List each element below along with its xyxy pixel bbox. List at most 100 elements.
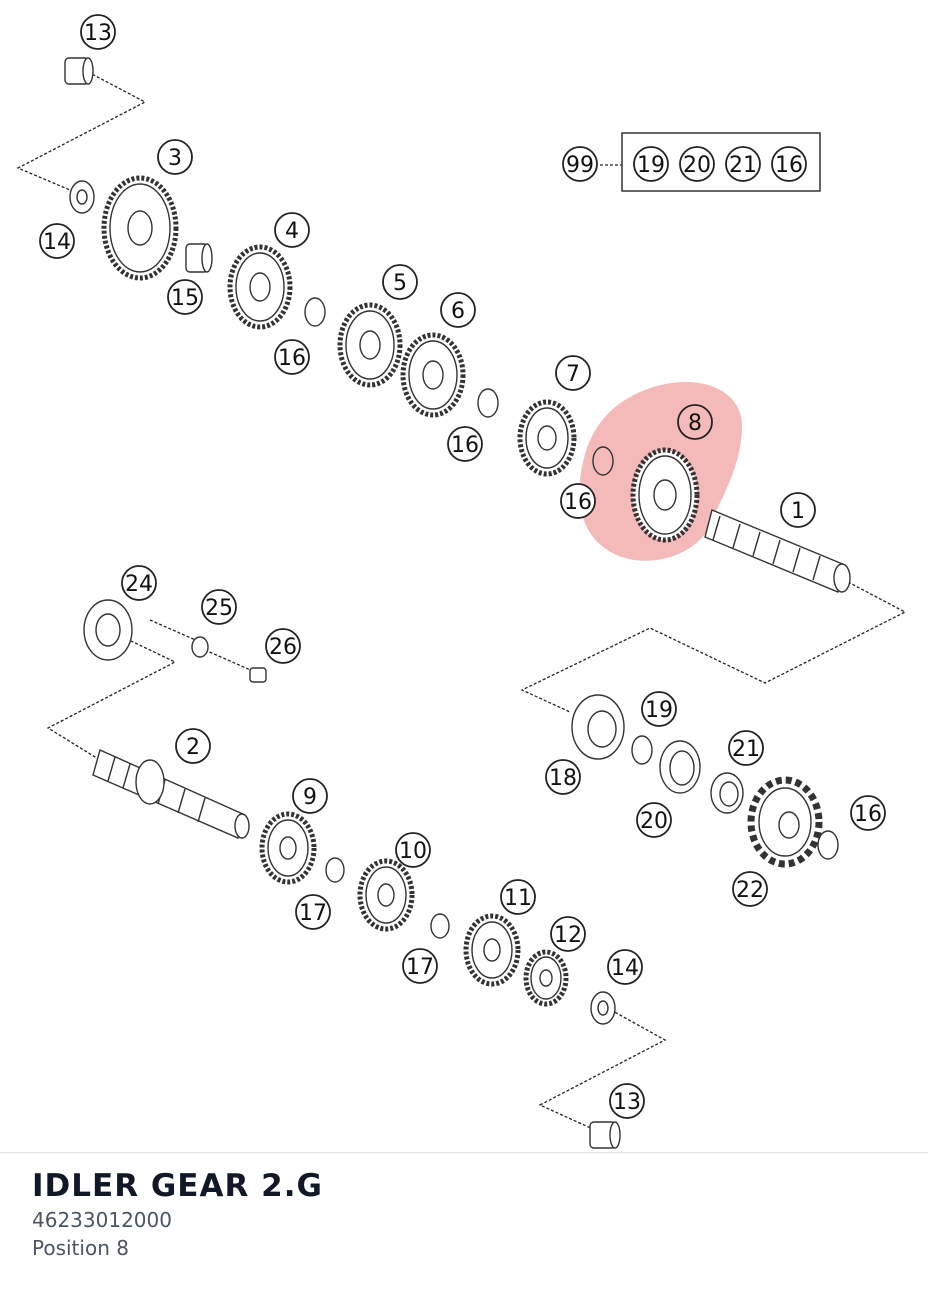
callout-10[interactable]: 10: [395, 832, 431, 868]
bushing-13-top: [64, 57, 94, 85]
callout-8[interactable]: 8: [677, 404, 713, 440]
callout-13[interactable]: 13: [80, 14, 116, 50]
callout-number: 19: [645, 698, 673, 723]
callout-number: 99: [566, 153, 594, 178]
callout-26[interactable]: 26: [265, 628, 301, 664]
bearing-18: [571, 694, 625, 760]
callout-number: 6: [451, 299, 465, 324]
callout-number: 11: [504, 886, 532, 911]
callout-99[interactable]: 99: [562, 146, 598, 182]
kit-box: [621, 132, 821, 192]
gear-8: [630, 447, 700, 543]
callout-number: 8: [688, 411, 702, 436]
callout-number: 15: [171, 286, 199, 311]
callout-16[interactable]: 16: [560, 483, 596, 519]
sprocket-22: [747, 776, 823, 868]
gear-6: [400, 332, 466, 418]
callout-24[interactable]: 24: [121, 565, 157, 601]
counter-shaft-2[interactable]: [92, 749, 250, 839]
screw-26: [249, 667, 267, 683]
callout-number: 20: [683, 153, 711, 178]
callout-14[interactable]: 14: [39, 223, 75, 259]
circlip-17-b: [430, 913, 450, 939]
callout-number: 20: [640, 809, 668, 834]
circlip-16-b: [477, 388, 499, 418]
callout-number: 10: [399, 839, 427, 864]
callout-16[interactable]: 16: [274, 339, 310, 375]
callout-17[interactable]: 17: [295, 894, 331, 930]
callout-number: 24: [125, 572, 153, 597]
callout-1[interactable]: 1: [780, 492, 816, 528]
oring-19: [631, 735, 653, 765]
callout-number: 14: [611, 956, 639, 981]
callout-9[interactable]: 9: [292, 778, 328, 814]
callout-number: 18: [549, 766, 577, 791]
callout-number: 7: [566, 362, 580, 387]
gear-12: [523, 949, 569, 1007]
callout-25[interactable]: 25: [201, 589, 237, 625]
callout-number: 13: [84, 21, 112, 46]
washer-25: [191, 636, 209, 658]
callout-11[interactable]: 11: [500, 879, 536, 915]
part-name: IDLER GEAR 2.G: [32, 1168, 323, 1204]
callout-number: 16: [451, 433, 479, 458]
bushing-13-bottom: [589, 1121, 621, 1149]
callout-number: 21: [732, 737, 760, 762]
callout-number: 17: [299, 901, 327, 926]
circlip-16-d: [817, 830, 839, 860]
gear-4: [227, 244, 293, 330]
callout-18[interactable]: 18: [545, 759, 581, 795]
gear-10: [357, 858, 415, 932]
divider: [0, 1152, 928, 1153]
gear-11: [463, 913, 521, 987]
callout-19[interactable]: 19: [641, 691, 677, 727]
callout-number: 19: [637, 153, 665, 178]
exploded-parts-diagram: 13 3 14 15 4 16 5 6 16 7 8 16 1 99 19 20 21 16 24 25 26 2 9 10 1…: [16, 14, 907, 1149]
gear-5: [337, 302, 403, 388]
callout-19[interactable]: 19: [633, 146, 669, 182]
callout-6[interactable]: 6: [440, 292, 476, 328]
part-info: IDLER GEAR 2.G 46233012000 Position 8: [32, 1166, 892, 1262]
part-number: 46233012000: [32, 1208, 172, 1232]
callout-16[interactable]: 16: [771, 146, 807, 182]
callout-12[interactable]: 12: [550, 916, 586, 952]
callout-20[interactable]: 20: [636, 802, 672, 838]
gear-parts: [101, 175, 823, 1007]
callout-number: 16: [278, 346, 306, 371]
main-shaft-1[interactable]: [704, 509, 851, 593]
callout-13[interactable]: 13: [609, 1083, 645, 1119]
gear-9: [259, 811, 317, 885]
seal-20: [659, 740, 701, 794]
bushing-15: [185, 243, 213, 273]
callout-number: 21: [729, 153, 757, 178]
callout-number: 25: [205, 596, 233, 621]
circlip-17-a: [325, 857, 345, 883]
callout-7[interactable]: 7: [555, 355, 591, 391]
callout-number: 9: [303, 785, 317, 810]
callout-number: 22: [736, 878, 764, 903]
assembly-lines: [16, 71, 907, 1131]
callout-number: 2: [186, 735, 200, 760]
part-position: Position 8: [32, 1236, 129, 1260]
gear-3: [101, 175, 179, 281]
bearing-24: [83, 599, 133, 661]
callout-21[interactable]: 21: [725, 146, 761, 182]
callout-number: 16: [775, 153, 803, 178]
callout-14[interactable]: 14: [607, 949, 643, 985]
callout-16[interactable]: 16: [447, 426, 483, 462]
callout-22[interactable]: 22: [732, 871, 768, 907]
callout-5[interactable]: 5: [382, 264, 418, 300]
callout-21[interactable]: 21: [728, 730, 764, 766]
callout-15[interactable]: 15: [167, 279, 203, 315]
circlip-16-a: [304, 297, 326, 327]
callout-17[interactable]: 17: [402, 948, 438, 984]
callout-labels: 13 3 14 15 4 16 5 6 16 7 8 16 1 99 19 20 21 16 24 25 26 2 9 10 1…: [39, 14, 886, 1119]
callout-2[interactable]: 2: [175, 728, 211, 764]
callout-3[interactable]: 3: [157, 139, 193, 175]
bushing-21: [710, 772, 744, 814]
callout-16[interactable]: 16: [850, 795, 886, 831]
callout-number: 13: [613, 1090, 641, 1115]
callout-20[interactable]: 20: [679, 146, 715, 182]
callout-4[interactable]: 4: [274, 212, 310, 248]
callout-number: 26: [269, 635, 297, 660]
